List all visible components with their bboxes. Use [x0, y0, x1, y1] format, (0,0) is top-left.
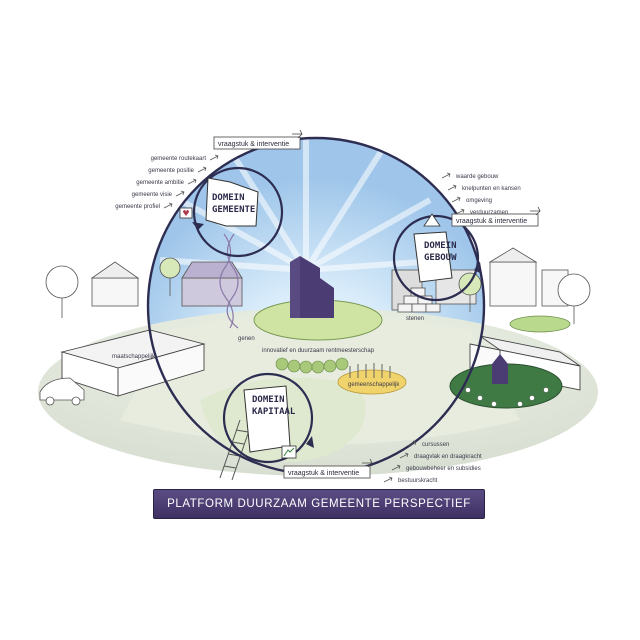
domain-gemeente-line1: DOMEIN — [212, 193, 245, 203]
gebouw-arrow-icon-0 — [441, 172, 451, 179]
church-icon — [290, 256, 334, 318]
domain-gebouw-line2: GEBOUW — [424, 253, 457, 263]
domain-kapitaal-line1: DOMEIN — [252, 395, 285, 405]
kapitaal-arrow-icon-3 — [383, 476, 393, 483]
kapitaal-label-3: bestuurskracht — [398, 478, 438, 484]
kapitaal-cycle: DOMEIN KAPITAAL — [222, 372, 314, 464]
gebouw-arrow-icon-3 — [455, 208, 465, 215]
kapitaal-arrow-icon-2 — [391, 464, 401, 471]
gebouw-arrow-icon-2 — [451, 196, 461, 203]
gebouw-cycle: DOMEIN GEBOUW — [392, 213, 482, 302]
kapitaal-label-2: gebouwbeheer en subsidies — [406, 466, 481, 472]
gemeente-arrow-icon-2 — [187, 178, 197, 185]
domain-kapitaal-line2: KAPITAAL — [252, 407, 296, 417]
kapitaal-arrow-icon-0 — [407, 440, 417, 447]
gemeente-cycle: DOMEIN GEMEENTE — [179, 166, 284, 258]
shrub-row — [275, 357, 349, 374]
gebouw-label-0: waarde gebouw — [455, 174, 499, 180]
gebouw-label-2: omgeving — [466, 198, 492, 204]
kapitaal-label-0: cursussen — [422, 442, 449, 448]
gathering-ring — [337, 363, 407, 395]
gemeente-label-1: gemeente positie — [148, 168, 194, 174]
label-stenen: stenen — [406, 316, 424, 322]
callout-right-label: vraagstuk & interventie — [456, 218, 527, 225]
callout-right: vraagstuk & interventie — [451, 206, 541, 227]
kapitaal-label-1: draagvlak en draagkracht — [414, 454, 482, 460]
gemeente-label-0: gemeente routekaart — [151, 156, 207, 162]
stone-blocks — [397, 287, 441, 313]
gebouw-label-1: knelpunten en kansen — [462, 186, 521, 192]
gemeente-label-2: gemeente ambitie — [136, 180, 184, 186]
gemeente-label-3: gemeente visie — [132, 192, 173, 198]
gemeente-arrow-icon-3 — [175, 190, 185, 197]
domain-gebouw-line1: DOMEIN — [424, 241, 457, 251]
label-center: innovatief en duurzaam rentmeesterschap — [262, 348, 375, 354]
kapitaal-arrow-icon-1 — [399, 452, 409, 459]
gemeente-label-4: gemeente profiel — [115, 204, 160, 210]
label-maatschappelijk: maatschappelijk — [112, 354, 156, 360]
community-circle — [449, 354, 563, 409]
gebouw-arrow-icon-1 — [447, 184, 457, 191]
callout-bottom-label: vraagstuk & interventie — [288, 470, 359, 477]
label-genen: genen — [238, 336, 255, 342]
gemeente-arrow-icon-4 — [163, 202, 173, 209]
callout-bottom: vraagstuk & interventie — [283, 458, 373, 479]
gebouw-labels: waarde gebouw knelpunten en kansen omgevin… — [441, 172, 521, 216]
callout-top-label: vraagstuk & interventie — [218, 141, 289, 148]
label-gemeenschappelijk: gemeenschappelijk — [348, 382, 400, 388]
meeting-ring — [509, 315, 571, 333]
platform-banner: PLATFORM DUURZAAM GEMEENTE PERSPECTIEF — [153, 489, 485, 519]
car-icon — [39, 377, 85, 406]
gebouw-label-3: verduurzamen — [470, 210, 508, 216]
gemeente-labels: gemeente routekaart gemeente positie gemee… — [115, 154, 219, 210]
gemeente-arrow-icon-0 — [209, 154, 219, 161]
callout-top: vraagstuk & interventie — [213, 129, 303, 150]
dna-helix — [219, 233, 239, 329]
domain-gemeente-line2: GEMEENTE — [212, 205, 255, 215]
gemeente-arrow-icon-1 — [197, 166, 207, 173]
kapitaal-labels: cursussen draagvlak en draagkracht gebouwb… — [383, 440, 482, 484]
